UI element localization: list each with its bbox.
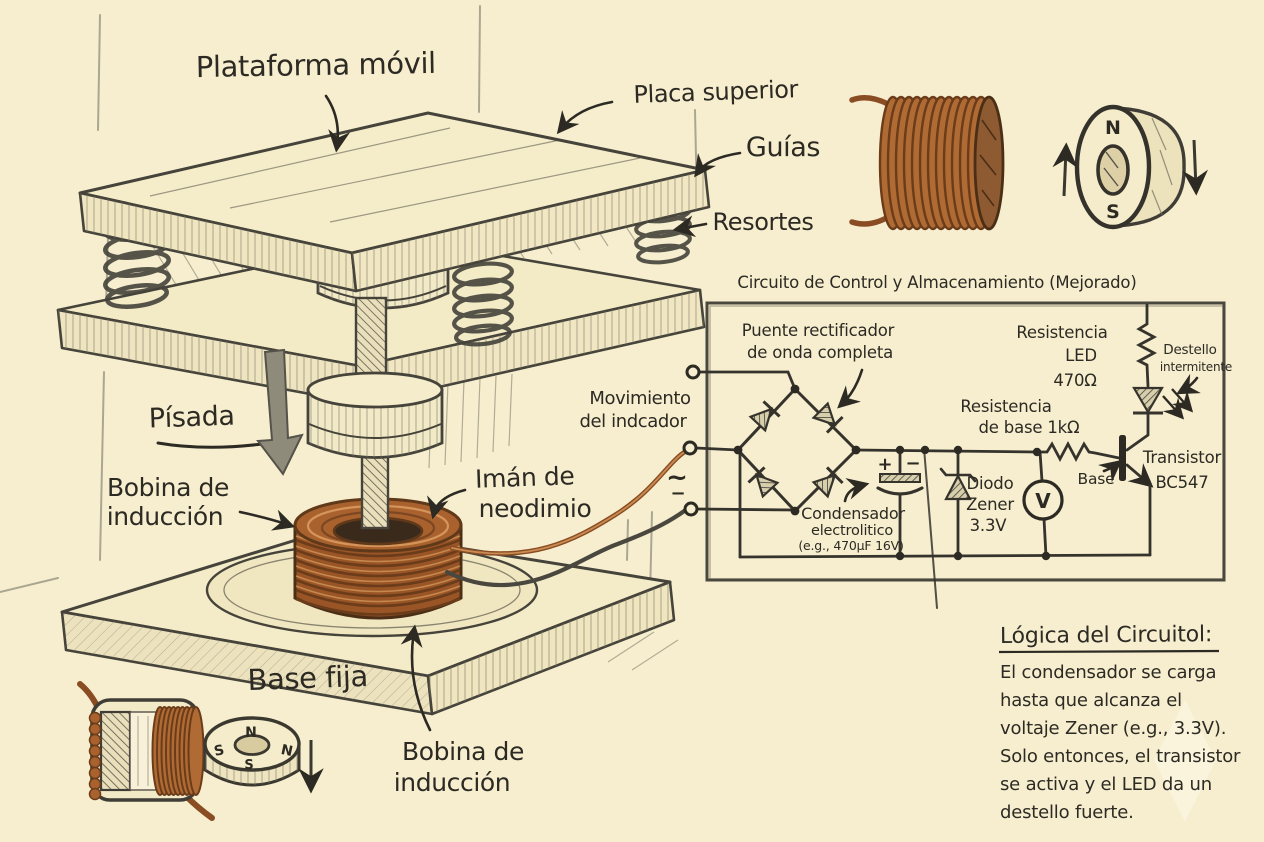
logic-line-3: voltaje Zener (e.g., 3.3V).: [1000, 718, 1226, 739]
arrow-condensador: [843, 478, 870, 503]
arrow-base: [1098, 459, 1123, 483]
coil-wires: [444, 448, 690, 588]
coil-icon-top: [849, 95, 1005, 231]
arrow-puente: [837, 368, 864, 409]
label-guias: Guías: [746, 132, 820, 163]
circuit-wiring: [694, 303, 1157, 609]
ac-tilde: ~: [666, 463, 688, 493]
label-puente-1: Puente rectificador: [742, 321, 895, 340]
arrow-iman: [427, 488, 467, 520]
arrow-bobina-inf: [400, 624, 432, 732]
logic-line-1: El condensador se carga: [1000, 662, 1216, 683]
arrow-resortes: [672, 215, 708, 238]
arrow-plataforma: [324, 94, 351, 153]
bridge-rectifier: [733, 384, 861, 516]
label-destello-2: intermitente: [1160, 360, 1232, 374]
disc-magnet-icon: N S N S: [203, 716, 324, 794]
label-puente-2: de onda completa: [747, 343, 893, 362]
ac-minus: −: [670, 483, 685, 504]
led-ray-icon: [1171, 388, 1194, 413]
middle-plate: [56, 236, 706, 406]
input-terminals: ~ −: [666, 364, 701, 517]
ring-magnet-s: S: [1106, 201, 1120, 223]
coil-icon-bottom: [77, 681, 215, 821]
led: [1132, 386, 1194, 420]
induction-coil: [293, 497, 463, 620]
label-movimiento-1: Movimiento: [589, 388, 691, 409]
transistor: [1119, 435, 1126, 481]
label-iman-1: Imán de: [475, 461, 575, 493]
label-pisada: Písada: [148, 401, 235, 435]
piston-magnet: [306, 371, 444, 459]
pisada-underline: [156, 441, 264, 449]
label-bobina-inf-1: Bobina de: [402, 737, 524, 766]
label-iman-2: neodimio: [479, 494, 592, 523]
label-res-led-1: Resistencia: [1016, 323, 1107, 342]
ring-magnet-icon: N S: [1052, 104, 1208, 230]
label-diodo-1: Diodo: [967, 474, 1014, 493]
shaft-upper: [354, 296, 388, 384]
shaft-lower: [360, 450, 390, 530]
label-res-base-2: de base 1kΩ: [979, 418, 1080, 437]
arrow-placa: [556, 100, 614, 135]
top-plate: [78, 111, 711, 293]
logic-heading: Lógica del Circuitol:: [1000, 622, 1212, 649]
logic-line-2: hasta que alcanza el: [1000, 690, 1182, 711]
disc-magnet-n-right: N: [279, 742, 294, 760]
logic-line-4: Solo entonces, el transistor: [1000, 746, 1241, 767]
label-res-led-3: 470Ω: [1053, 371, 1096, 390]
spring-center: [452, 261, 514, 347]
bridge-diode-ur: [811, 401, 845, 435]
bridge-diode-lr: [811, 465, 845, 499]
label-res-base-1: Resistencia: [960, 397, 1051, 416]
disc-magnet-s-bottom: S: [244, 758, 253, 773]
bridge-diode-ll: [746, 465, 780, 499]
label-destello-1: Destello: [1163, 342, 1217, 358]
capacitor: + −: [877, 453, 921, 483]
ring-magnet-n: N: [1105, 117, 1121, 139]
label-arrows: [156, 94, 1201, 732]
capacitor-plus: +: [877, 454, 892, 475]
label-bobina-izq-2: inducción: [107, 502, 223, 531]
label-placa-superior: Placa superior: [633, 75, 799, 109]
pisada-arrow: [256, 348, 304, 476]
logic-text: Lógica del Circuitol: El condensador se …: [998, 622, 1241, 823]
arrow-destello: [1176, 373, 1201, 395]
label-condensador-2: electrolitico: [811, 523, 893, 539]
label-base-fija: Base fija: [247, 659, 368, 697]
label-diodo-2: Zener: [966, 495, 1014, 514]
led-ray-icon: [1162, 395, 1185, 420]
junction-dots: [895, 445, 1051, 561]
bridge-diode-ul: [748, 399, 782, 433]
voltmeter-v: V: [1035, 489, 1051, 513]
arrow-guias: [694, 151, 742, 178]
label-diodo-3: 3.3V: [970, 516, 1008, 535]
capacitor-minus: −: [905, 453, 920, 474]
voltmeter: V: [1022, 447, 1064, 521]
zener-diode: [944, 473, 972, 501]
circuit-box: [705, 301, 1226, 582]
label-movimiento-2: del indcador: [579, 411, 687, 432]
arrow-bobina-izq: [238, 509, 296, 531]
label-resortes: Resortes: [713, 208, 814, 236]
logic-line-5: se activa y el LED da un: [1000, 774, 1212, 795]
disc-magnet-s-left: S: [213, 742, 226, 760]
watermark: [1154, 700, 1216, 822]
label-condensador-3: (e.g., 470μF 16V): [798, 538, 903, 553]
label-base: Base: [1078, 470, 1115, 488]
disc-magnet-n-top: N: [245, 725, 257, 741]
logic-line-6: destello fuerte.: [1000, 802, 1134, 823]
label-condensador-1: Condensador: [801, 504, 905, 523]
label-bobina-izq-1: Bobina de: [107, 473, 229, 502]
label-res-led-2: LED: [1065, 346, 1097, 365]
label-plataforma-movil: Plataforma móvil: [196, 46, 436, 84]
label-transistor-1: Transistor: [1142, 448, 1222, 467]
logic-heading-underline: [998, 649, 1220, 654]
label-bobina-inf-2: inducción: [394, 768, 510, 797]
label-transistor-2: BC547: [1155, 473, 1208, 492]
circuit-title: Circuito de Control y Almacenamiento (Me…: [737, 273, 1136, 292]
